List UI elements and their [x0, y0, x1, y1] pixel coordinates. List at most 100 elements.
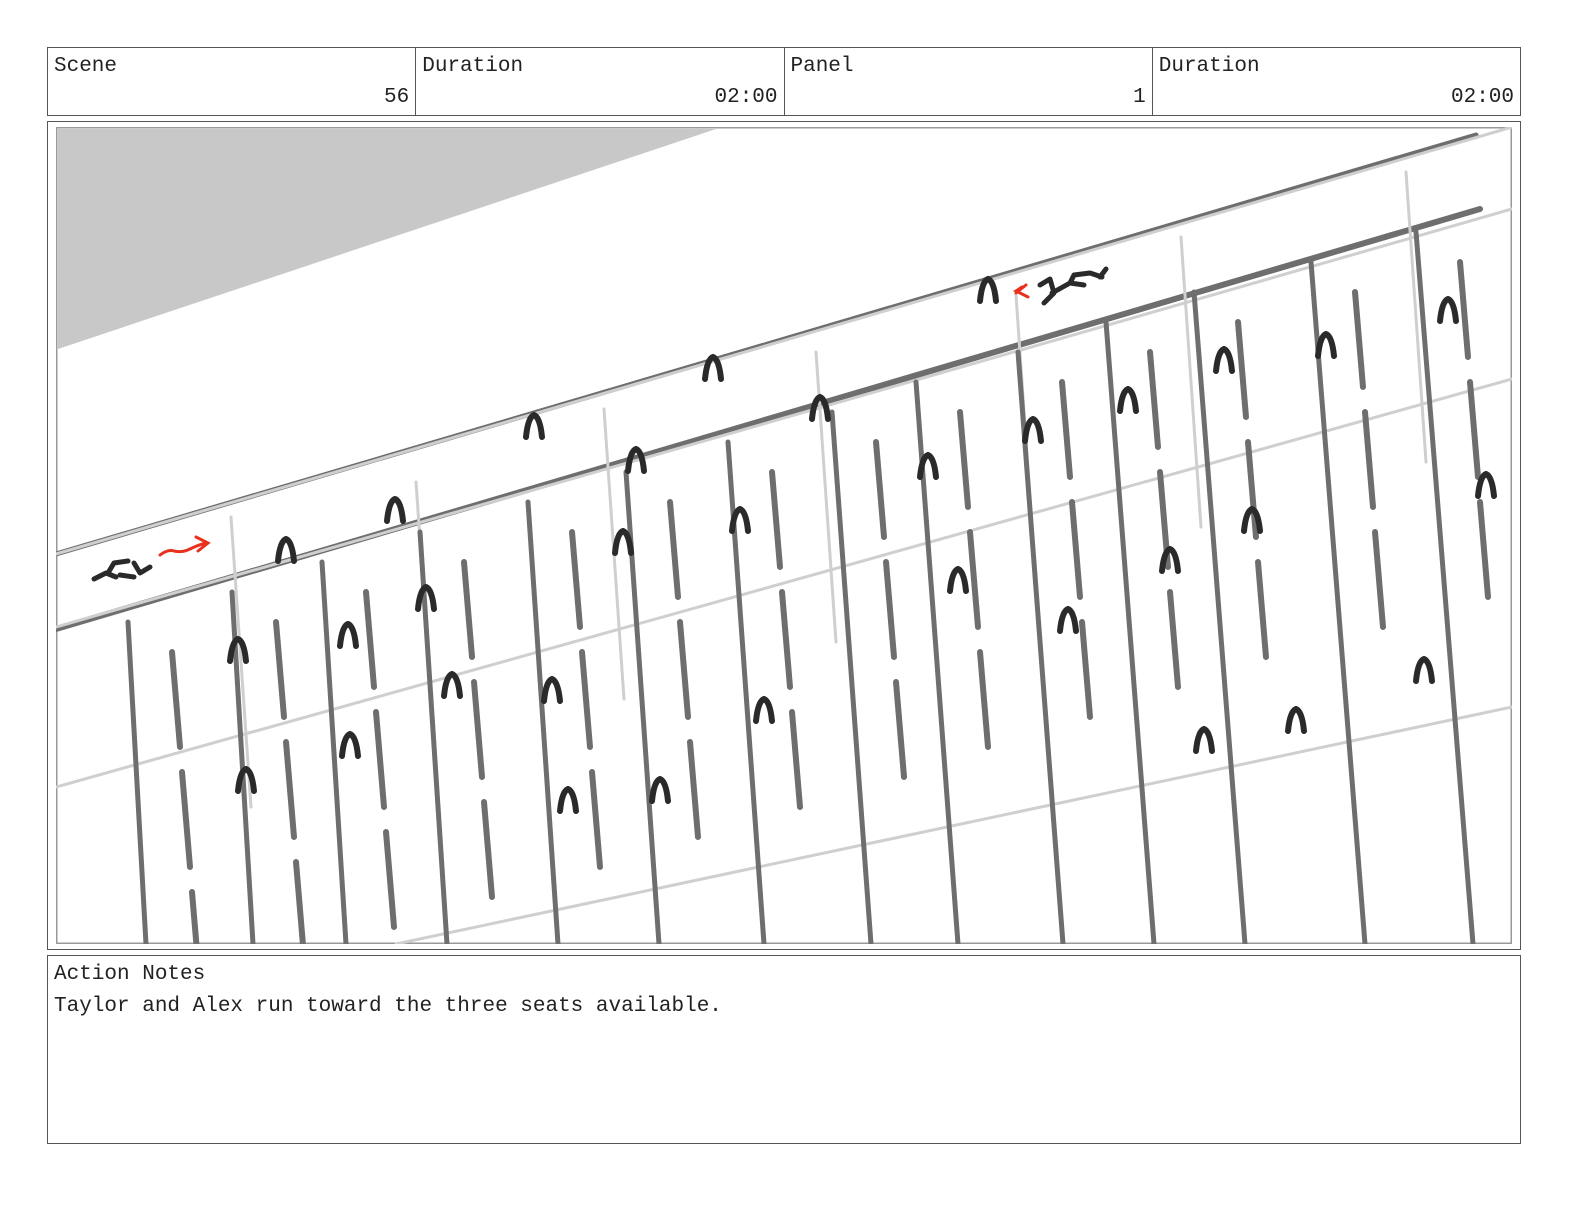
- seat-back: [883, 559, 897, 660]
- seat-back: [1235, 319, 1249, 420]
- seat-divider: [319, 559, 349, 944]
- head-mark: [1475, 470, 1497, 499]
- figure-left: [91, 558, 153, 582]
- guide-line: [229, 515, 253, 809]
- seat-divider: [1413, 229, 1476, 944]
- seat-back: [1255, 559, 1269, 660]
- seat-back: [273, 619, 287, 720]
- head-mark: [384, 495, 406, 524]
- action-notes: Action Notes Taylor and Alex run toward …: [47, 955, 1521, 1144]
- head-mark: [1213, 345, 1235, 374]
- scene-cell: Scene 56: [48, 48, 417, 115]
- seat-divider: [1191, 289, 1248, 944]
- head-mark: [1241, 505, 1263, 534]
- head-mark: [1193, 725, 1215, 754]
- seat-back: [667, 499, 681, 600]
- head-mark: [557, 785, 579, 814]
- seat-back: [789, 709, 803, 810]
- seat-back: [873, 439, 887, 540]
- seat-back: [977, 649, 991, 750]
- seat-back: [1362, 409, 1376, 510]
- scene-duration-value: 02:00: [714, 86, 778, 109]
- seat-back: [189, 889, 200, 944]
- seat-back: [293, 859, 306, 944]
- guide-line: [394, 705, 1512, 944]
- head-mark: [541, 675, 563, 704]
- head-mark: [523, 411, 545, 440]
- head-mark: [339, 730, 361, 759]
- head-mark: [1159, 545, 1181, 574]
- head-mark: [235, 765, 257, 794]
- seat-back: [481, 799, 495, 900]
- action-notes-label: Action Notes: [54, 963, 206, 986]
- motion-arrow-right: [1013, 283, 1030, 299]
- seat-back: [169, 649, 183, 750]
- head-mark: [441, 670, 463, 699]
- seat-back: [1059, 379, 1073, 480]
- head-mark: [809, 393, 831, 422]
- head-mark: [415, 583, 437, 612]
- seat-back: [769, 469, 783, 570]
- head-mark: [977, 275, 999, 304]
- guide-line: [56, 127, 1512, 556]
- head-mark: [729, 505, 751, 534]
- panel-duration-label: Duration: [1158, 55, 1260, 78]
- panel-cell: Panel 1: [785, 48, 1153, 115]
- panel-label: Panel: [790, 55, 854, 78]
- seat-back: [957, 409, 971, 510]
- seat-back: [1457, 259, 1471, 360]
- seat-back: [471, 679, 485, 780]
- scene-number: 56: [384, 86, 410, 109]
- head-mark: [1315, 330, 1337, 359]
- seat-back: [779, 589, 793, 690]
- head-mark: [917, 451, 939, 480]
- panel-duration-value: 02:00: [1450, 86, 1514, 109]
- seat-back: [1147, 349, 1161, 450]
- head-mark: [337, 620, 359, 649]
- figure-right: [1037, 266, 1109, 306]
- head-mark: [1413, 655, 1435, 684]
- panel-number: 1: [1133, 86, 1146, 109]
- head-mark: [1285, 705, 1307, 734]
- scene-duration-label: Duration: [422, 55, 524, 78]
- head-mark: [649, 775, 671, 804]
- head-mark: [612, 527, 634, 556]
- scene-duration-cell: Duration 02:00: [416, 48, 785, 115]
- action-notes-text: Taylor and Alex run toward the three sea…: [54, 995, 722, 1018]
- guide-line: [56, 377, 1512, 789]
- seat-back: [569, 529, 583, 630]
- seat-divider: [125, 619, 149, 944]
- panel-duration-cell: Duration 02:00: [1153, 48, 1520, 115]
- running-figures: [91, 266, 1109, 582]
- head-mark: [1117, 385, 1139, 414]
- guide-line: [56, 207, 1512, 629]
- head-mark: [1057, 605, 1079, 634]
- passenger-heads: [227, 275, 1497, 814]
- seat-divider: [829, 409, 874, 944]
- head-mark: [1022, 415, 1044, 444]
- seat-back: [687, 739, 701, 840]
- seat-back: [893, 679, 907, 780]
- ceiling-shadow: [58, 129, 716, 349]
- seat-back: [383, 829, 397, 930]
- seat-divider: [525, 499, 561, 944]
- seat-back: [461, 559, 475, 660]
- guide-line: [1404, 170, 1428, 464]
- seat-back: [1167, 589, 1181, 690]
- panel-info-header: Scene 56 Duration 02:00 Panel 1 Duration…: [47, 47, 1521, 116]
- seat-divider: [417, 529, 450, 944]
- seat-back: [589, 769, 603, 870]
- motion-arrow-left: [158, 535, 211, 557]
- head-mark: [227, 635, 249, 664]
- storyboard-sketch: [56, 127, 1512, 944]
- seat-back: [1069, 499, 1083, 600]
- head-mark: [625, 445, 647, 474]
- seat-divider: [1308, 259, 1368, 944]
- seat-divider: [1015, 349, 1066, 944]
- head-mark: [753, 695, 775, 724]
- seat-back: [967, 529, 981, 630]
- storyboard-panel: [47, 121, 1521, 950]
- seat-back: [579, 649, 593, 750]
- head-mark: [275, 535, 297, 564]
- seat-back: [179, 769, 193, 870]
